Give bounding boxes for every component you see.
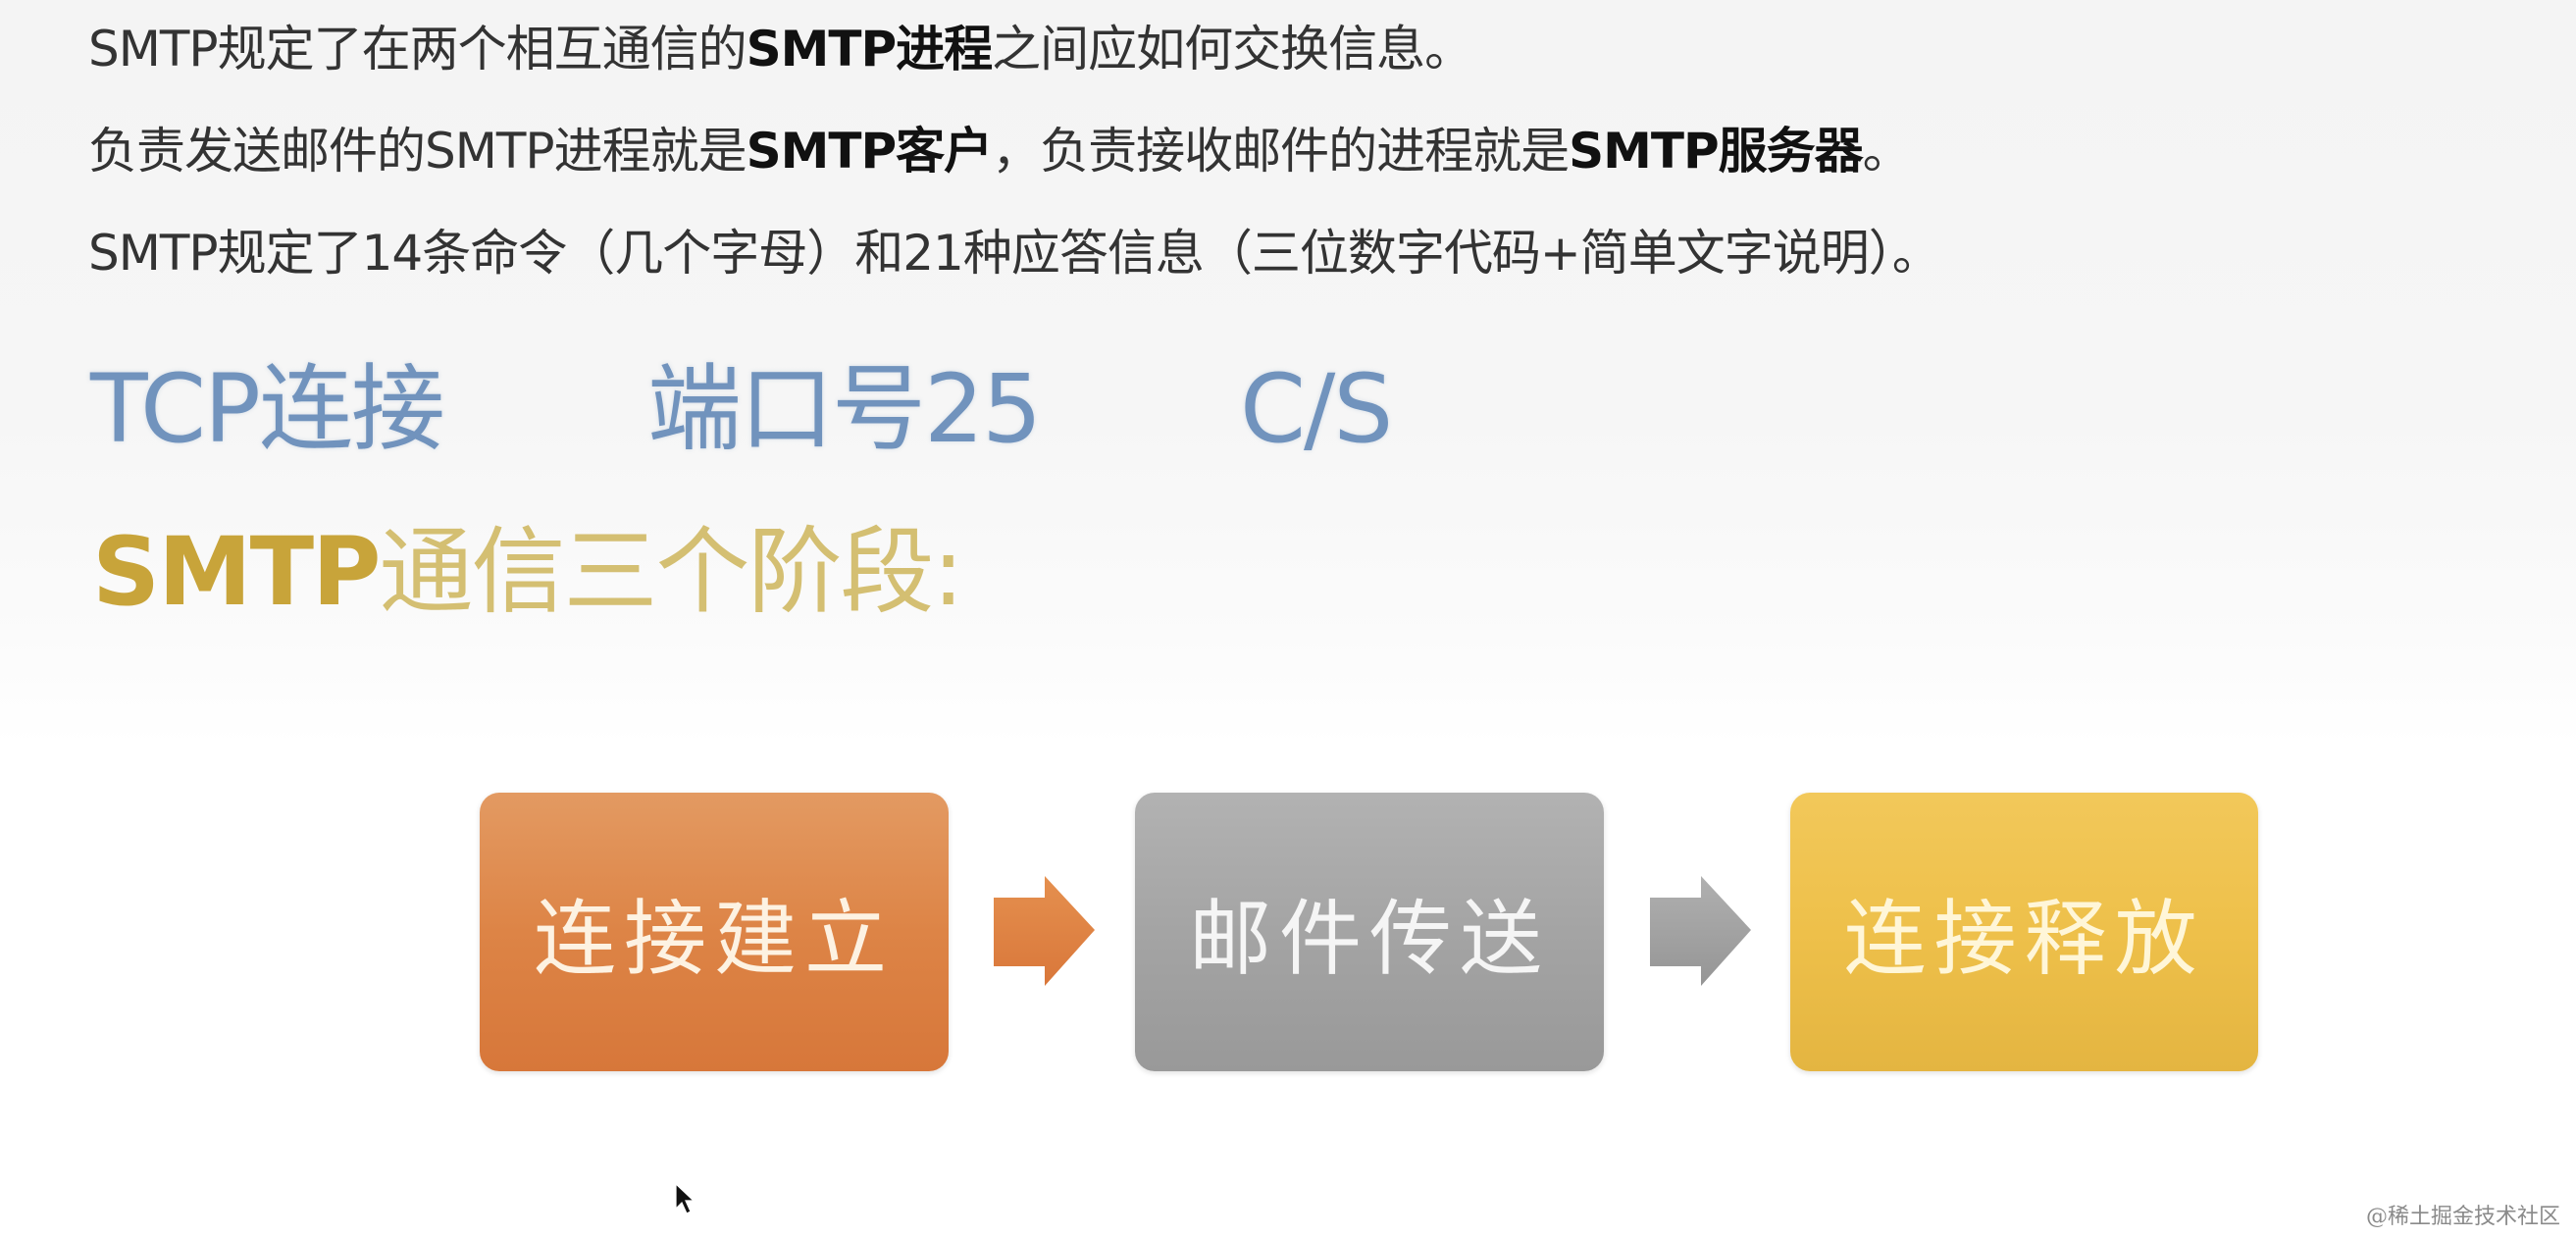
text-span: 。 bbox=[1862, 123, 1912, 180]
stage-label: 邮件传送 bbox=[1188, 890, 1550, 987]
watermark: @稀土掘金技术社区 bbox=[2365, 1205, 2560, 1229]
stages-heading: SMTP通信三个阶段: bbox=[92, 517, 964, 627]
text-line-1: SMTP规定了在两个相互通信的SMTP进程之间应如何交换信息。 bbox=[88, 20, 1473, 78]
arrow-right-icon bbox=[1650, 876, 1751, 986]
text-span: SMTP规定了14条命令（几个字母）和21种应答信息（三位数字代码+简单文字说明… bbox=[88, 225, 1941, 282]
text-span: 之间应如何交换信息。 bbox=[992, 21, 1473, 77]
stages-heading-prefix: SMTP bbox=[92, 517, 382, 627]
text-span-bold: SMTP客户 bbox=[746, 123, 994, 180]
keyword-tcp: TCP连接 bbox=[90, 354, 445, 464]
text-line-3: SMTP规定了14条命令（几个字母）和21种应答信息（三位数字代码+简单文字说明… bbox=[88, 224, 1941, 283]
stage-box-mail-transfer: 邮件传送 bbox=[1135, 793, 1604, 1071]
stage-label: 连接建立 bbox=[533, 890, 895, 987]
keyword-port: 端口号25 bbox=[647, 354, 1042, 464]
text-line-2: 负责发送邮件的SMTP进程就是SMTP客户，负责接收邮件的进程就是SMTP服务器… bbox=[88, 122, 1912, 181]
arrow-right-icon bbox=[994, 876, 1095, 986]
text-span: ，负责接收邮件的进程就是 bbox=[992, 123, 1570, 180]
keyword-cs: C/S bbox=[1240, 354, 1393, 464]
stage-box-connection-setup: 连接建立 bbox=[480, 793, 949, 1071]
mouse-cursor-icon bbox=[675, 1183, 696, 1214]
text-span: SMTP规定了在两个相互通信的 bbox=[88, 21, 747, 77]
stages-heading-rest: 通信三个阶段: bbox=[379, 517, 964, 627]
text-span-bold: SMTP服务器 bbox=[1569, 123, 1864, 180]
stage-label: 连接释放 bbox=[1843, 890, 2205, 987]
stage-box-connection-release: 连接释放 bbox=[1790, 793, 2258, 1071]
text-span: 负责发送邮件的SMTP进程就是 bbox=[88, 123, 747, 180]
text-span-bold: SMTP进程 bbox=[746, 21, 994, 77]
